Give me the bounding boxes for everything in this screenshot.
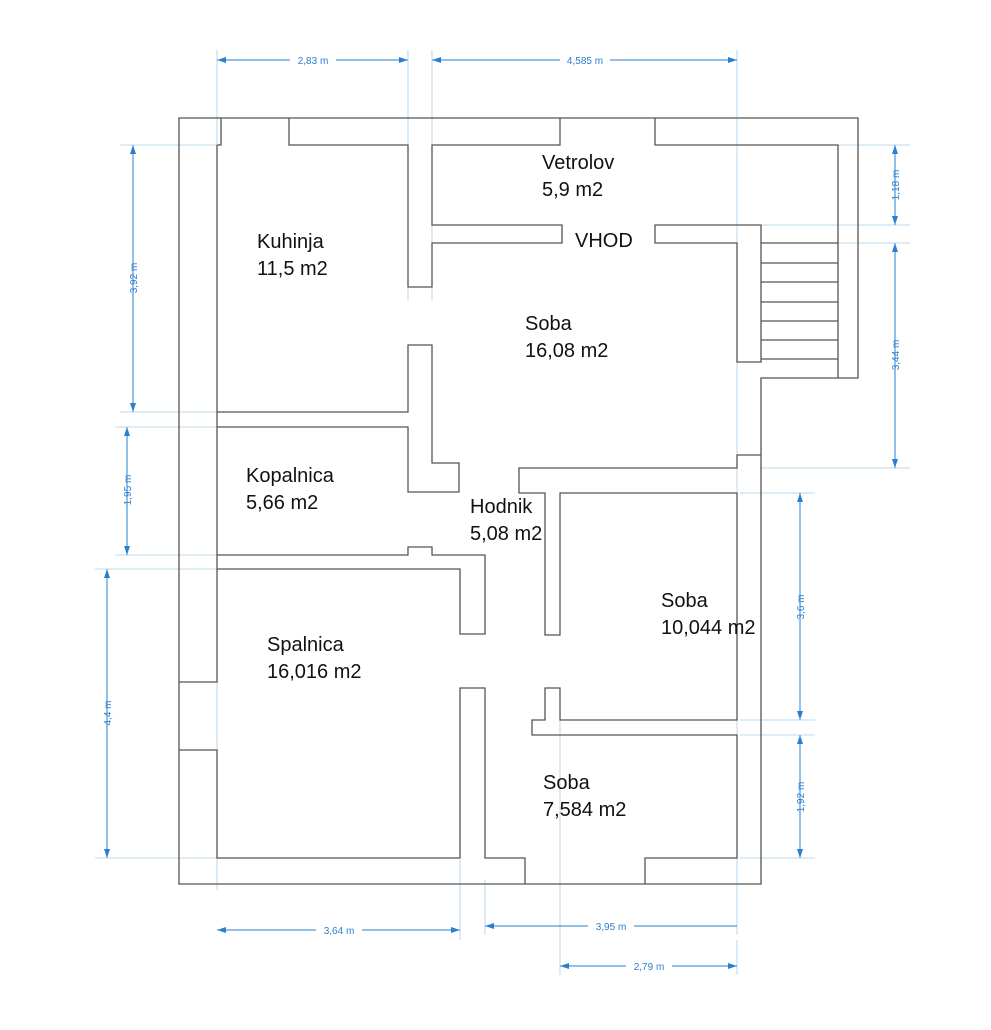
room-labels: Kuhinja 11,5 m2 Vetrolov 5,9 m2 VHOD Sob… [246, 152, 756, 821]
room-name-soba-3: Soba [543, 772, 591, 794]
dim-right-4: 1,92 m [796, 782, 807, 813]
room-area-kuhinja: 11,5 m2 [257, 258, 328, 280]
dim-bottom-2: 3,95 m [596, 922, 627, 933]
room-name-kuhinja: Kuhinja [257, 231, 325, 253]
walls [178, 117, 859, 885]
room-area-spalnica: 16,016 m2 [267, 661, 362, 683]
dim-bottom-1: 3,64 m [324, 926, 355, 937]
dim-top-2: 4,585 m [567, 56, 603, 67]
dim-bottom-3: 2,79 m [634, 962, 665, 973]
dim-right-2: 3,44 m [891, 340, 902, 371]
room-area-hodnik: 5,08 m2 [470, 523, 542, 545]
room-name-soba-2: Soba [661, 590, 709, 612]
dim-right-3: 3,6 m [796, 594, 807, 619]
room-area-soba-2: 10,044 m2 [661, 617, 756, 639]
dim-left-2: 1,95 m [123, 475, 134, 506]
room-name-spalnica: Spalnica [267, 634, 345, 656]
room-area-kopalnica: 5,66 m2 [246, 492, 318, 514]
room-area-soba-1: 16,08 m2 [525, 340, 608, 362]
dim-right-1: 1,18 m [891, 170, 902, 201]
room-name-hodnik: Hodnik [470, 496, 533, 518]
room-name-kopalnica: Kopalnica [246, 465, 335, 487]
entrance-label: VHOD [575, 230, 633, 252]
dim-left-3: 4,4 m [103, 700, 114, 725]
room-name-vetrolov: Vetrolov [542, 152, 614, 174]
room-area-soba-3: 7,584 m2 [543, 799, 626, 821]
dim-top-1: 2,83 m [298, 56, 329, 67]
room-area-vetrolov: 5,9 m2 [542, 179, 603, 201]
dim-left-1: 3,92 m [129, 263, 140, 294]
dimension-labels: 2,83 m 4,585 m 3,92 m 1,95 m 4,4 m 1,18 … [103, 54, 902, 973]
room-name-soba-1: Soba [525, 313, 573, 335]
